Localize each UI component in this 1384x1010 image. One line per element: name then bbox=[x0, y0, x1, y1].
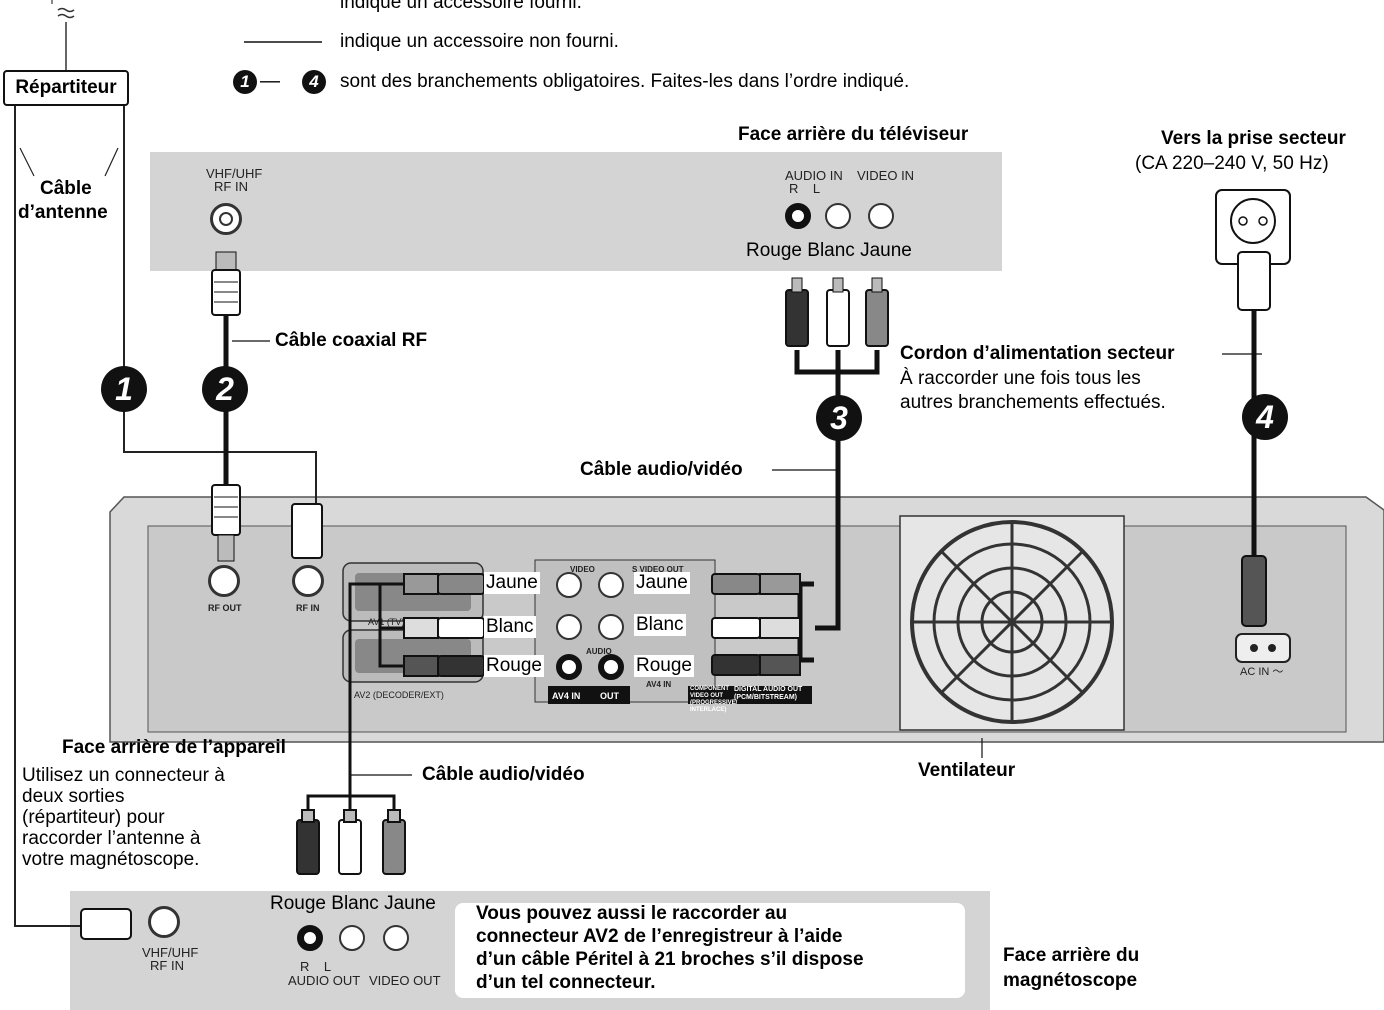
tv-rf-in-jack-center bbox=[219, 212, 233, 226]
recorder-right-color-blanc: Blanc bbox=[634, 614, 686, 636]
vcr-note-2: connecteur AV2 de l’enregistreur à l’aid… bbox=[476, 926, 843, 947]
audio-r-out-jack bbox=[598, 654, 624, 680]
legend-lines bbox=[51, 0, 322, 43]
tv-rf-label-2: RF IN bbox=[214, 179, 248, 194]
vcr-note-1: Vous pouvez aussi le raccorder au bbox=[476, 903, 788, 924]
legend-step-start-badge: 1 bbox=[233, 70, 257, 94]
av4-video-in-jack bbox=[556, 572, 582, 598]
vcr-note-3: d’un câble Péritel à 21 broches s’il dis… bbox=[476, 949, 864, 970]
vcr-rf-label-2: RF IN bbox=[150, 958, 184, 973]
recorder-left-color-jaune: Jaune bbox=[484, 572, 540, 594]
av-cable-vcr bbox=[296, 573, 485, 875]
ac-in-label: AC IN ～ bbox=[1240, 666, 1284, 678]
vcr-splitter-plug bbox=[80, 908, 132, 940]
av4in-small-label: AV4 IN bbox=[646, 680, 672, 689]
legend-supplied-text: indique un accessoire fourni. bbox=[340, 0, 582, 13]
audio-l-out-jack bbox=[598, 614, 624, 640]
rf-in-label: RF IN bbox=[296, 603, 320, 613]
vcr-title-1: Face arrière du bbox=[1003, 945, 1140, 966]
power-cord-label: Cordon d’alimentation secteur bbox=[900, 343, 1175, 364]
legend-dash: — bbox=[260, 70, 280, 92]
unit-back-note-4: raccorder l’antenne à bbox=[22, 828, 201, 849]
power-note-2: autres branchements effectués. bbox=[900, 392, 1166, 413]
unit-back-note-3: (répartiteur) pour bbox=[22, 807, 165, 828]
leader-lines bbox=[232, 340, 1262, 776]
av2-label: AV2 (DECODER/EXT) bbox=[354, 690, 444, 700]
tv-audio-rl-label: R L bbox=[789, 181, 821, 196]
rf-out-jack bbox=[208, 565, 240, 597]
av-cable-label-top: Câble audio/vidéo bbox=[580, 459, 743, 480]
fan-label: Ventilateur bbox=[918, 760, 1016, 781]
splitter-box: Répartiteur bbox=[3, 70, 129, 106]
av4in-label: AV4 IN bbox=[552, 691, 581, 701]
tv-rf-label-1: VHF/UHF bbox=[206, 166, 263, 181]
rf-out-label: RF OUT bbox=[208, 603, 242, 613]
av-cable-tv bbox=[711, 277, 889, 676]
video-label: VIDEO bbox=[570, 565, 595, 574]
unit-back-note-5: votre magnétoscope. bbox=[22, 849, 200, 870]
antenna-cable-label-2: d’antenne bbox=[18, 202, 108, 223]
svideo-out-label: S VIDEO OUT bbox=[632, 565, 684, 574]
video-out-jack bbox=[598, 572, 624, 598]
legend-not-supplied-text: indique un accessoire non fourni. bbox=[340, 31, 619, 52]
av4-audio-r-in-jack bbox=[556, 654, 582, 680]
vcr-note-box bbox=[455, 903, 965, 998]
antenna-symbol bbox=[57, 7, 75, 70]
vcr-audio-out-label: AUDIO OUT bbox=[288, 973, 361, 988]
vcr-audio-rl-label: R L bbox=[300, 959, 332, 974]
vcr-video-out-label: VIDEO OUT bbox=[369, 973, 441, 988]
coax-cable-label: Câble coaxial RF bbox=[275, 330, 428, 351]
tv-title: Face arrière du téléviseur bbox=[738, 124, 969, 145]
unit-back-note-1: Utilisez un connecteur à bbox=[22, 765, 225, 786]
mains-spec: (CA 220–240 V, 50 Hz) bbox=[1135, 153, 1329, 174]
audio-label: AUDIO bbox=[586, 647, 612, 656]
tv-video-in-label: VIDEO IN bbox=[857, 168, 915, 183]
step-3-badge: 3 bbox=[816, 395, 862, 441]
vcr-audio-l-jack bbox=[339, 925, 365, 951]
vcr-colors-label: Rouge Blanc Jaune bbox=[270, 893, 436, 914]
recorder-left-color-rouge: Rouge bbox=[484, 655, 544, 677]
vcr-audio-r-jack bbox=[297, 925, 323, 951]
unit-back-note-2: deux sorties bbox=[22, 786, 125, 807]
vcr-title-2: magnétoscope bbox=[1003, 970, 1138, 991]
out-label: OUT bbox=[600, 691, 619, 701]
tv-rf-in-jack bbox=[210, 203, 242, 235]
recorder-right-color-jaune: Jaune bbox=[634, 572, 690, 594]
av-cable-label-bottom: Câble audio/vidéo bbox=[422, 764, 585, 785]
tv-audio-l-jack bbox=[825, 203, 851, 229]
step-1-badge: 1 bbox=[101, 366, 147, 412]
recorder-right-color-rouge: Rouge bbox=[634, 655, 694, 677]
tv-colors-label: Rouge Blanc Jaune bbox=[746, 240, 912, 261]
step-4-badge: 4 bbox=[1242, 394, 1288, 440]
tv-audio-r-jack bbox=[785, 203, 811, 229]
tv-audio-in-label: AUDIO IN bbox=[785, 168, 843, 183]
antenna-cable-label-1: Câble bbox=[40, 178, 92, 199]
component-video-label: COMPONENT VIDEO OUT (PROGRESSIVE/ INTERL… bbox=[690, 686, 738, 713]
rf-in-jack bbox=[292, 565, 324, 597]
legend-steps-text: sont des branchements obligatoires. Fait… bbox=[340, 71, 910, 92]
vcr-note-4: d’un tel connecteur. bbox=[476, 972, 656, 993]
antenna-cables bbox=[14, 106, 317, 927]
av1-label: AV1 (TV) bbox=[368, 617, 405, 627]
vcr-rf-label-1: VHF/UHF bbox=[142, 945, 199, 960]
power-cord bbox=[1215, 189, 1291, 627]
tv-video-jack bbox=[868, 203, 894, 229]
av4-audio-l-in-jack bbox=[556, 614, 582, 640]
mains-title: Vers la prise secteur bbox=[1161, 128, 1346, 149]
step-2-badge: 2 bbox=[202, 366, 248, 412]
unit-back-title: Face arrière de l’appareil bbox=[62, 737, 286, 758]
power-note-1: À raccorder une fois tous les bbox=[900, 368, 1141, 389]
tv-panel bbox=[150, 152, 1002, 271]
digital-audio-label: DIGITAL AUDIO OUT (PCM/BITSTREAM) bbox=[734, 686, 803, 701]
vcr-rf-in-jack bbox=[148, 906, 180, 938]
vcr-video-jack bbox=[383, 925, 409, 951]
legend-step-end-badge: 4 bbox=[302, 70, 326, 94]
recorder-left-color-blanc: Blanc bbox=[484, 616, 536, 638]
